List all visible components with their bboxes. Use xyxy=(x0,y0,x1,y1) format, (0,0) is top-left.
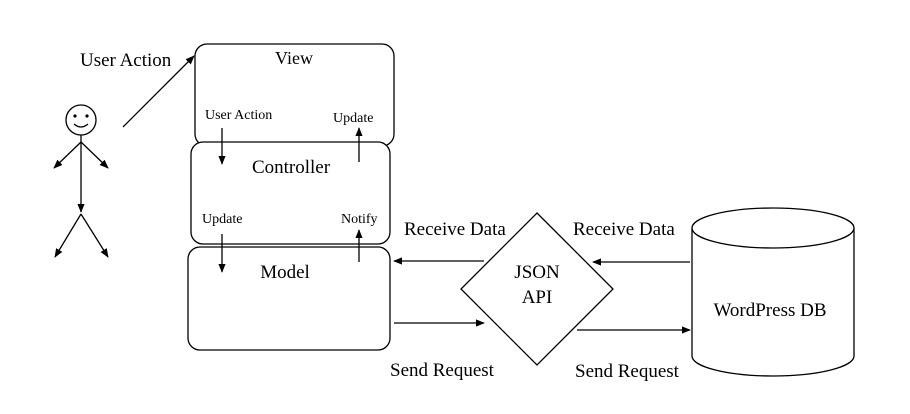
json-api-line1: JSON xyxy=(514,262,560,283)
json-api-line2: API xyxy=(522,287,553,308)
view-update-label: Update xyxy=(333,111,373,126)
stick-figure-user xyxy=(53,104,109,258)
controller-update-label: Update xyxy=(202,212,242,227)
view-user-action-label: User Action xyxy=(205,108,272,123)
db-title: WordPress DB xyxy=(714,300,827,321)
actor-left-arm xyxy=(53,141,82,169)
model-title: Model xyxy=(260,262,310,283)
wordpress-db-cylinder xyxy=(691,207,855,377)
controller-title: Controller xyxy=(252,157,331,178)
actor-head xyxy=(65,104,97,136)
actor-smile xyxy=(73,123,89,128)
view-title: View xyxy=(275,48,313,68)
db-top xyxy=(691,207,855,249)
controller-notify-label: Notify xyxy=(341,212,378,227)
send-request-right-label: Send Request xyxy=(575,361,680,382)
actor-left-eye xyxy=(73,114,77,118)
user-action-arrow xyxy=(122,55,195,128)
db-body xyxy=(691,228,855,377)
json-api-diamond xyxy=(460,212,614,366)
send-request-left-label: Send Request xyxy=(390,360,495,381)
actor-action-label: User Action xyxy=(80,50,172,71)
controller-box xyxy=(190,141,391,245)
receive-data-left-label: Receive Data xyxy=(404,219,506,240)
actor-right-leg xyxy=(80,213,109,258)
actor-right-eye xyxy=(85,114,89,118)
receive-data-right-label: Receive Data xyxy=(573,219,675,240)
actor-left-leg xyxy=(54,213,82,258)
actor-right-arm xyxy=(80,141,109,169)
model-box xyxy=(187,246,391,351)
